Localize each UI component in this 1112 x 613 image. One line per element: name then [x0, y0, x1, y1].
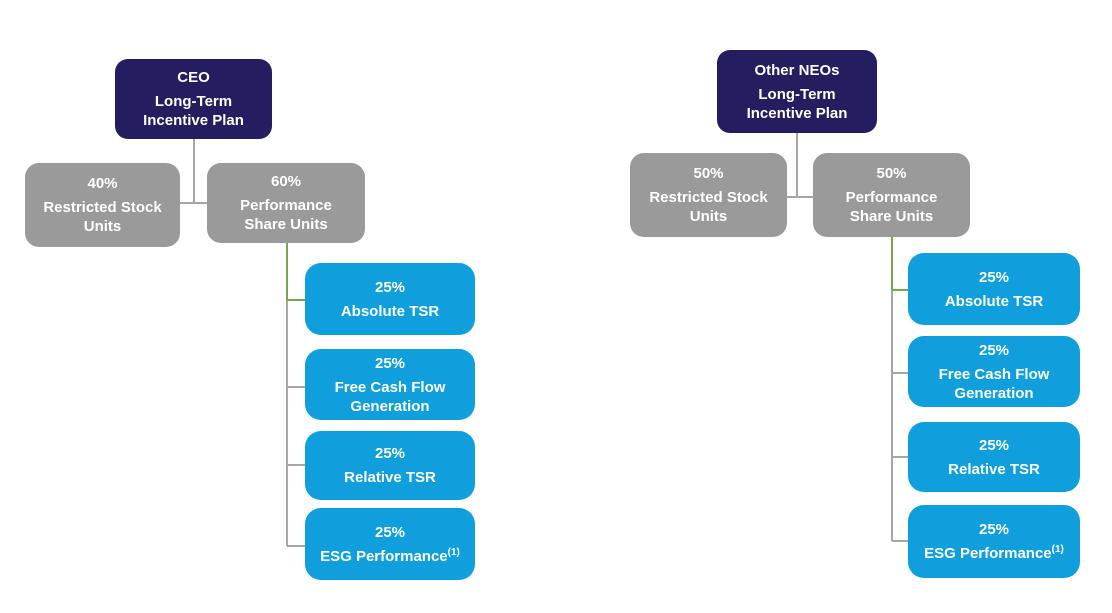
metric-pct: 25%: [978, 521, 1010, 538]
split-pct: 40%: [87, 175, 118, 192]
metric-box-free-cash-flow: 25% Free Cash Flow Generation: [305, 349, 475, 420]
connector-root-horizontal: [180, 202, 207, 204]
metric-box-absolute-tsr: 25% Absolute TSR: [908, 253, 1080, 325]
metric-pct: 25%: [374, 278, 406, 296]
footnote-marker: (1): [1051, 544, 1064, 555]
split-pct: 50%: [876, 165, 907, 182]
metric-label: ESG Performance(1): [320, 546, 460, 565]
metric-label: Relative TSR: [948, 460, 1040, 478]
footnote-marker: (1): [447, 546, 460, 558]
metric-pct: 25%: [978, 341, 1010, 359]
metric-label: Free Cash Flow Generation: [334, 378, 446, 415]
split-label: Restricted Stock Units: [649, 189, 768, 225]
root-subtitle: Long-Term Incentive Plan: [746, 85, 848, 122]
connector-root-vertical: [796, 133, 798, 197]
connector-stub-absolute-tsr: [287, 299, 305, 301]
split-pct: 50%: [693, 165, 724, 182]
metric-label: Absolute TSR: [944, 292, 1044, 310]
connector-root-vertical: [193, 139, 195, 203]
connector-stub-esg: [287, 545, 305, 547]
metric-label: Relative TSR: [344, 469, 436, 486]
root-subtitle: Long-Term Incentive Plan: [143, 93, 244, 129]
rsu-split-box: 40% Restricted Stock Units: [25, 163, 180, 247]
psu-split-box: 50% Performance Share Units: [813, 153, 970, 237]
connector-stub-relative-tsr: [287, 464, 305, 466]
connector-stub-free-cash-flow: [287, 386, 305, 388]
metric-pct: 25%: [978, 436, 1010, 454]
metric-box-esg-performance: 25% ESG Performance(1): [305, 508, 475, 580]
metric-label: Absolute TSR: [340, 302, 440, 320]
metric-pct: 25%: [374, 445, 406, 462]
connector-stub-esg: [892, 540, 908, 542]
ceo-root-box: CEO Long-Term Incentive Plan: [115, 59, 272, 139]
metric-box-absolute-tsr: 25% Absolute TSR: [305, 263, 475, 335]
other-neos-root-box: Other NEOs Long-Term Incentive Plan: [717, 50, 877, 133]
psu-split-box: 60% Performance Share Units: [207, 163, 365, 243]
metric-box-free-cash-flow: 25% Free Cash Flow Generation: [908, 336, 1080, 407]
split-pct: 60%: [270, 173, 302, 190]
connector-psu-vertical-gray: [891, 290, 893, 541]
connector-psu-vertical-green: [286, 243, 288, 300]
root-title: Other NEOs: [754, 61, 840, 79]
metric-pct: 25%: [374, 354, 406, 372]
metric-box-esg-performance: 25% ESG Performance(1): [908, 505, 1080, 578]
split-label: Performance Share Units: [240, 197, 332, 233]
connector-stub-relative-tsr: [892, 456, 908, 458]
connector-psu-vertical-green: [891, 237, 893, 290]
root-title: CEO: [177, 69, 210, 86]
connector-stub-absolute-tsr: [892, 289, 908, 291]
metric-box-relative-tsr: 25% Relative TSR: [305, 431, 475, 500]
connector-root-horizontal: [787, 196, 813, 198]
split-label: Performance Share Units: [845, 189, 938, 225]
connector-psu-vertical-gray: [286, 300, 288, 546]
metric-pct: 25%: [978, 268, 1010, 286]
rsu-split-box: 50% Restricted Stock Units: [630, 153, 787, 237]
metric-box-relative-tsr: 25% Relative TSR: [908, 422, 1080, 492]
metric-label: ESG Performance(1): [924, 544, 1064, 563]
connector-stub-free-cash-flow: [892, 372, 908, 374]
metric-pct: 25%: [374, 523, 406, 541]
split-label: Restricted Stock Units: [43, 199, 162, 235]
metric-label: Free Cash Flow Generation: [938, 365, 1050, 402]
